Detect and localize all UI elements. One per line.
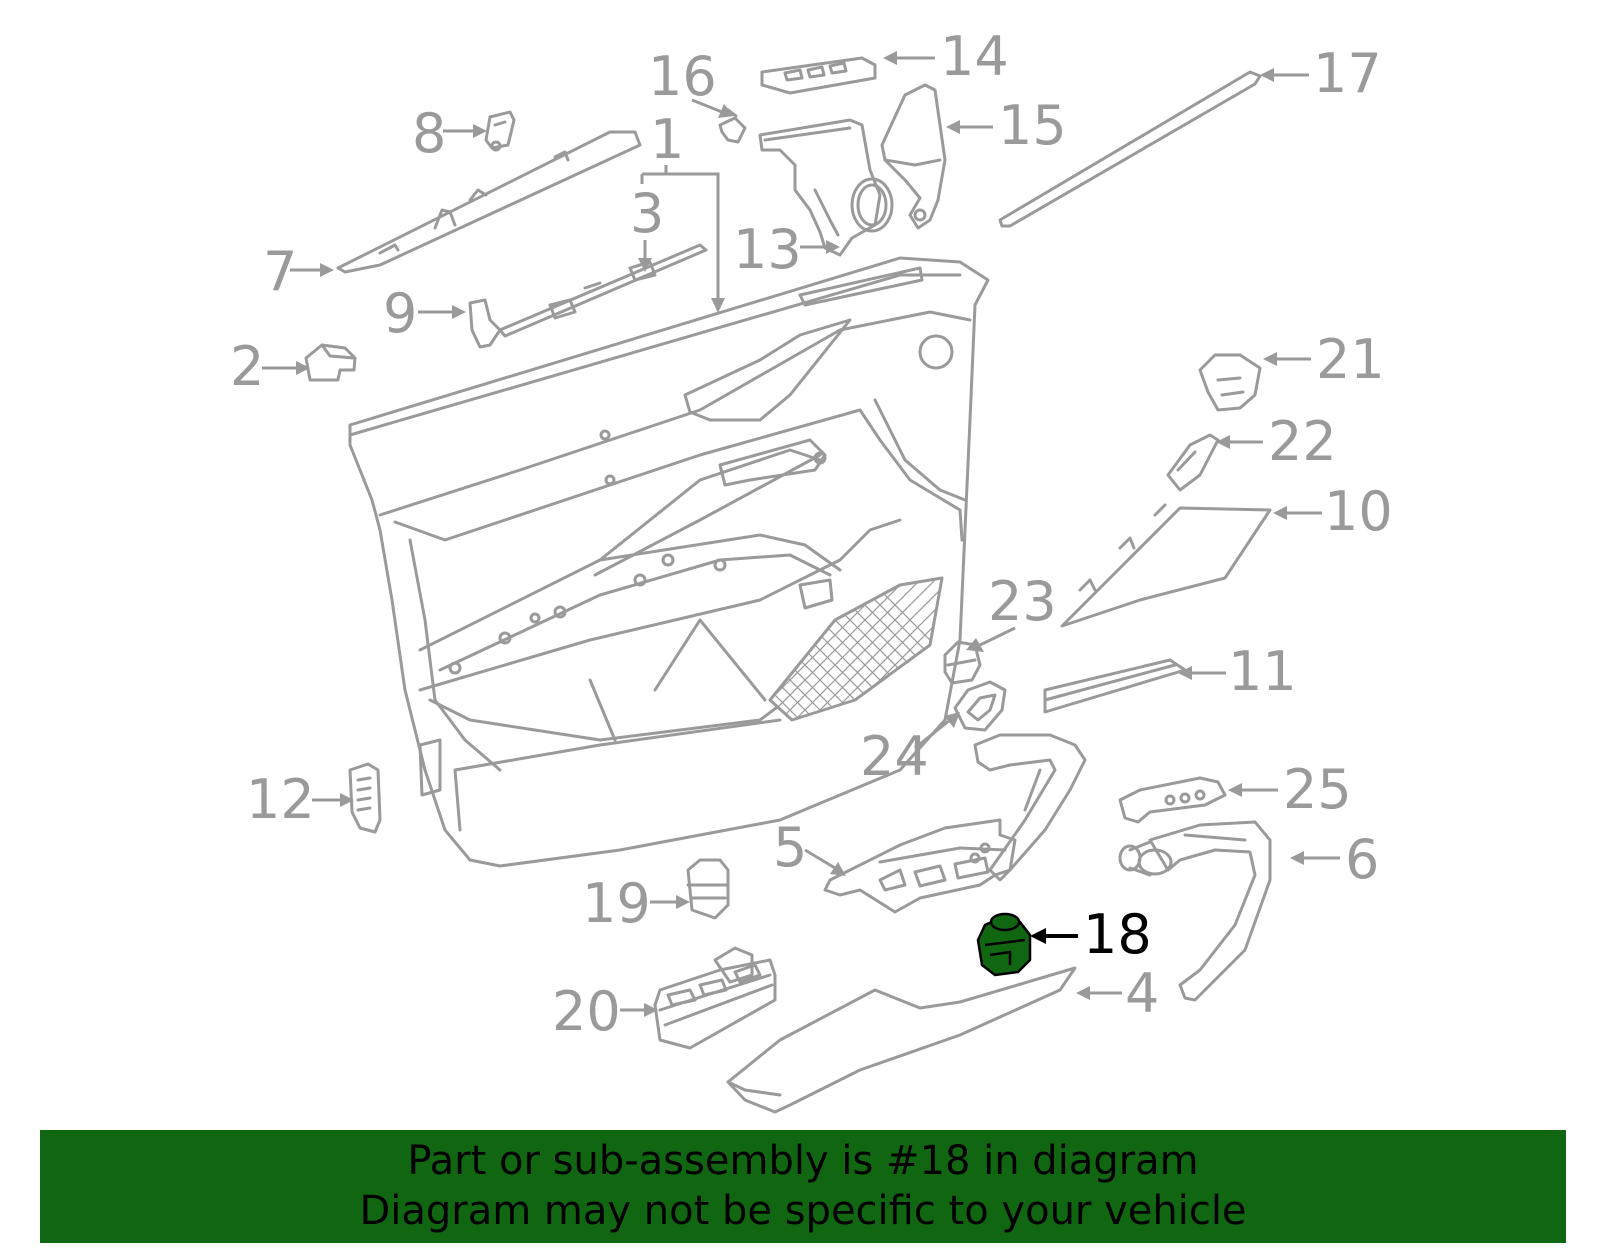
callouts: 1 2 3 4 5 6 7 8 9 10 [230,25,1393,1043]
callout-25: 25 [1283,758,1352,821]
callout-2: 2 [230,335,264,398]
callout-3: 3 [630,182,664,245]
callout-6: 6 [1345,828,1379,891]
part-20-window-switch [653,946,777,1050]
part-8-switch [484,110,516,152]
part-2-clip [304,343,357,382]
part-9-bracket [468,298,502,349]
part-13-speaker-bracket [758,118,894,257]
callout-12: 12 [246,768,315,831]
part-17-strip [998,70,1262,228]
part-10-panel [1060,503,1272,628]
banner-line-disclaimer: Diagram may not be specific to your vehi… [359,1188,1247,1234]
part-24-bezel [953,680,1007,732]
part-14-switch-panel [760,56,877,95]
callout-16: 16 [648,45,717,108]
info-banner: Part or sub-assembly is #18 in diagram D… [40,1130,1566,1243]
parts-diagram: 1 2 3 4 5 6 7 8 9 10 [230,25,1393,1114]
part-6-grab-handle [1118,820,1272,1002]
part-4-armrest-trim [726,966,1077,1114]
part-21-bracket [1198,353,1262,412]
part-25-bracket [1118,776,1227,824]
callout-18-highlighted: 18 [1083,903,1152,966]
callout-13: 13 [733,218,802,281]
callout-20: 20 [552,980,621,1043]
part-12-clip [348,762,382,834]
callout-4: 4 [1125,962,1159,1025]
banner-line-part-number: Part or sub-assembly is #18 in diagram [407,1138,1199,1184]
callout-10: 10 [1324,480,1393,543]
part-23-switch [943,640,982,685]
part-15-bracket [880,83,947,230]
part-3-strip [498,243,708,338]
callout-19: 19 [582,872,651,935]
door-trim-panel [348,256,990,868]
callout-9: 9 [383,282,417,345]
callout-22: 22 [1268,410,1337,473]
part-18-highlighted-switch[interactable] [976,912,1032,977]
callout-11: 11 [1228,640,1297,703]
callout-8: 8 [412,102,446,165]
part-5-pull-handle [973,733,1087,882]
part-5-armrest [823,818,1017,914]
callout-14: 14 [940,25,1009,88]
callout-24: 24 [860,725,929,788]
callout-17: 17 [1313,42,1382,105]
callout-15: 15 [998,94,1067,157]
part-19-switch [686,858,730,920]
callout-23: 23 [988,570,1057,633]
part-7-upper-trim [336,130,642,274]
callout-1: 1 [650,108,684,171]
part-11-strip [1043,658,1187,714]
part-22-bracket [1166,433,1220,492]
callout-5: 5 [773,816,807,879]
callout-21: 21 [1316,328,1385,391]
